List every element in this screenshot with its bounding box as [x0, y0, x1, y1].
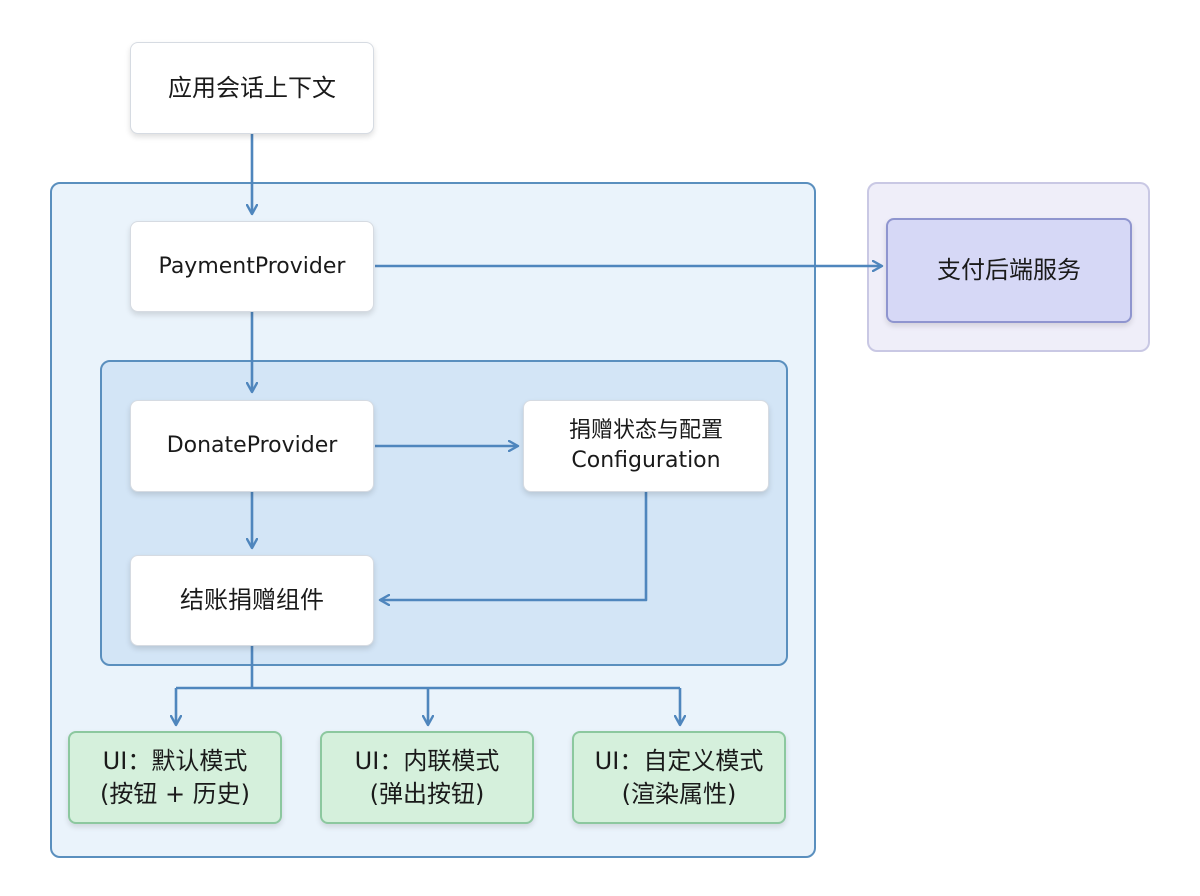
app-session-context-node: 应用会话上下文	[130, 42, 374, 134]
donation-state-config-subtitle: Configuration	[571, 448, 721, 473]
donation-state-config-node: 捐赠状态与配置 Configuration	[523, 400, 769, 492]
donate-provider-node: DonateProvider	[130, 400, 374, 492]
ui-default-mode-node: UI：默认模式 (按钮 + 历史)	[68, 731, 282, 824]
payment-provider-label: PaymentProvider	[158, 253, 346, 279]
ui-custom-mode-node: UI：自定义模式 (渲染属性)	[572, 731, 786, 824]
ui-default-mode-title: UI：默认模式	[102, 747, 248, 776]
checkout-donation-component-node: 结账捐赠组件	[130, 555, 374, 646]
app-session-context-label: 应用会话上下文	[168, 73, 336, 102]
donate-provider-label: DonateProvider	[166, 433, 338, 459]
ui-custom-mode-title: UI：自定义模式	[594, 747, 764, 776]
ui-inline-mode-subtitle: (弹出按钮)	[369, 779, 485, 808]
ui-custom-mode-subtitle: (渲染属性)	[621, 779, 737, 808]
checkout-donation-component-label: 结账捐赠组件	[180, 586, 324, 615]
ui-inline-mode-title: UI：内联模式	[354, 747, 500, 776]
donation-state-config-title: 捐赠状态与配置	[568, 418, 723, 444]
payment-backend-node: 支付后端服务	[886, 218, 1132, 323]
ui-default-mode-subtitle: (按钮 + 历史)	[99, 779, 251, 808]
payment-backend-label: 支付后端服务	[937, 256, 1081, 285]
payment-provider-node: PaymentProvider	[130, 221, 374, 312]
ui-inline-mode-node: UI：内联模式 (弹出按钮)	[320, 731, 534, 824]
